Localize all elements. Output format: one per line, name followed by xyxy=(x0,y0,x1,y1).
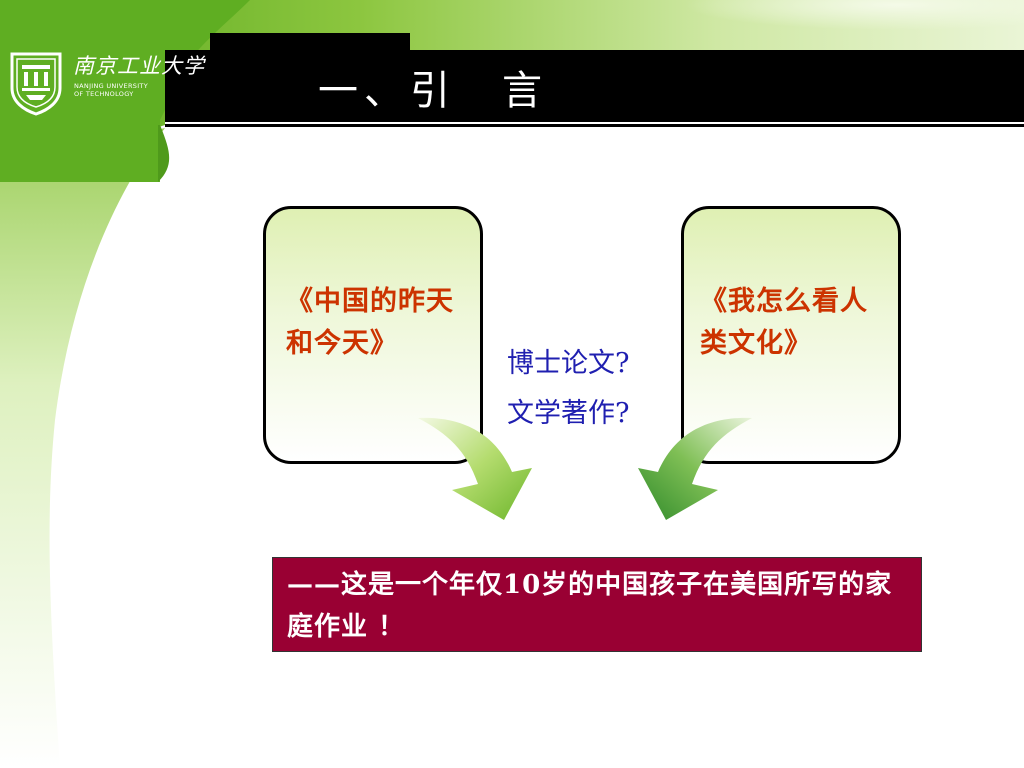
university-name-en-line1: NANJING UNIVERSITY xyxy=(74,82,148,90)
title-underline xyxy=(165,124,1024,127)
book-title-left: 《中国的昨天和今天》 xyxy=(286,286,454,359)
statement-box: ——这是一个年仅10岁的中国孩子在美国所写的家庭作业 ！ xyxy=(272,557,922,652)
title-bar-tab xyxy=(210,33,410,53)
question-phd-thesis: 博士论文? xyxy=(507,348,630,379)
curved-arrows xyxy=(418,417,752,520)
book-title-right: 《我怎么看人类文化》 xyxy=(700,286,868,359)
university-name-cn: 南京工业大学 xyxy=(73,54,205,78)
slide-title: 一、引 言 xyxy=(318,68,548,114)
arrow-left-icon xyxy=(418,417,532,520)
question-literary-work: 文学著作? xyxy=(507,398,630,429)
university-name-en: NANJING UNIVERSITY OF TECHNOLOGY xyxy=(74,82,174,98)
book-box-right: 《我怎么看人类文化》 xyxy=(681,206,901,464)
statement-text: ——这是一个年仅10岁的中国孩子在美国所写的家庭作业 ！ xyxy=(287,570,893,642)
university-crest-icon xyxy=(10,52,62,116)
arrow-right-icon xyxy=(638,417,752,520)
university-name-en-line2: OF TECHNOLOGY xyxy=(74,90,134,98)
title-bar xyxy=(165,50,1024,122)
